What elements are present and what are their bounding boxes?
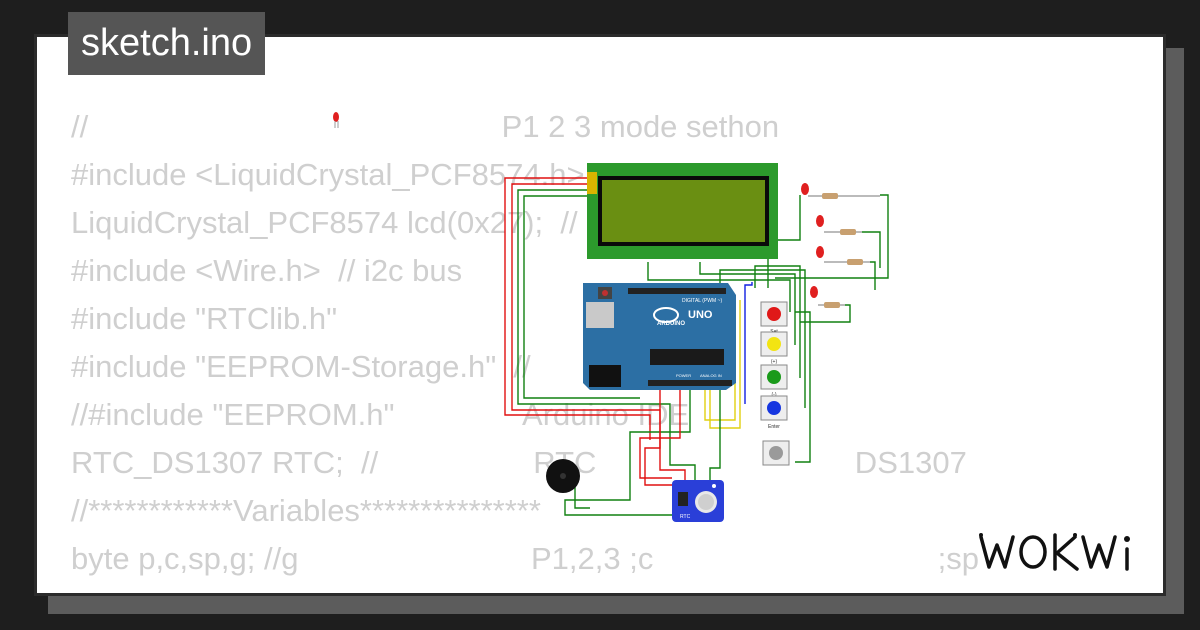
arduino-uno-board: DIGITAL (PWM ~) UNO ARDUINO POWER ANALOG…: [583, 283, 736, 390]
button-label: Enter: [768, 424, 780, 430]
small-led-icon: [333, 112, 339, 128]
set-button: Set: [760, 301, 788, 335]
code-line: #include <Wire.h> // i2c bus: [71, 253, 463, 288]
rtc-module: RTC: [672, 480, 724, 522]
plus-button: (+): [760, 331, 788, 365]
grey-button: [762, 440, 790, 466]
code-line: //#include "EEPROM.h" Arduino IDE: [71, 397, 690, 432]
digital-header-label: DIGITAL (PWM ~): [682, 298, 722, 304]
power-header-label: POWER: [676, 373, 691, 378]
led-resistor-array: [801, 183, 880, 308]
code-editor: // P1 2 3 mode sethon #include <LiquidCr…: [71, 37, 979, 593]
wires: [504, 177, 889, 516]
code-line: #include "RTClib.h": [71, 301, 338, 336]
button-label: (-): [772, 392, 777, 398]
code-line: byte p,c,sp,g; //g P1,2,3 ;c ;sp: [71, 541, 979, 576]
board-brand-label: ARDUINO: [657, 321, 685, 327]
led-icon: [816, 215, 862, 235]
code-line: //************Variables***************: [71, 493, 541, 528]
analog-header-label: ANALOG IN: [700, 373, 722, 378]
buzzer-icon: [546, 459, 580, 493]
board-model-label: UNO: [688, 309, 713, 321]
code-line: // P1 2 3 mode sethon: [71, 109, 780, 144]
lcd-display: [587, 163, 778, 259]
led-icon: [801, 183, 880, 199]
file-tab[interactable]: sketch.ino: [68, 12, 266, 75]
led-icon: [816, 246, 870, 265]
button-label: (+): [771, 359, 778, 365]
led-icon: [810, 286, 845, 308]
code-line: #include <LiquidCrystal_PCF8574.h>: [71, 157, 585, 192]
code-line: #include "EEPROM-Storage.h" //: [71, 349, 531, 384]
code-line: int OK=0;: [71, 583, 979, 593]
wokwi-logo-icon: [979, 533, 1130, 571]
minus-button: (-): [760, 364, 788, 398]
code-line: LiquidCrystal_PCF8574 lcd(0x27); //: [71, 205, 578, 240]
rtc-label: RTC: [680, 514, 691, 520]
push-buttons: Set (+) (-) Enter: [760, 301, 790, 466]
enter-button: Enter: [760, 395, 788, 430]
